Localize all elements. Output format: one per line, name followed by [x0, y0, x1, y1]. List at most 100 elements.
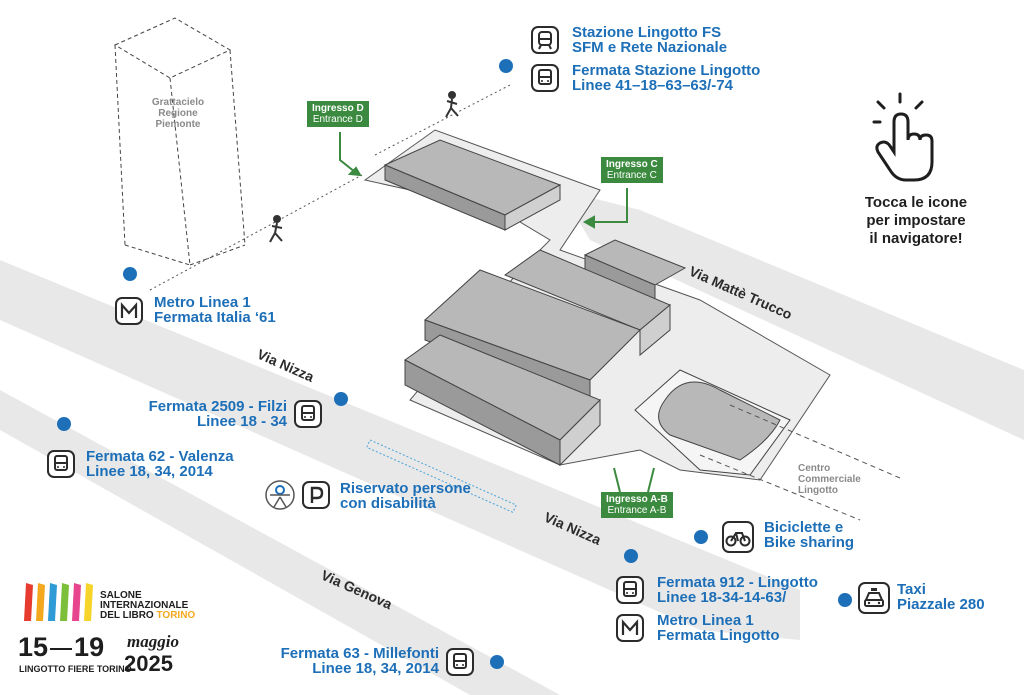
bus-icon[interactable] — [531, 64, 559, 92]
poi-label-line: Fermata Lingotto — [657, 627, 780, 644]
entrance-c-badge[interactable]: Ingresso C Entrance C — [601, 157, 663, 183]
logo-stripe — [84, 583, 93, 621]
logo-stripe — [48, 583, 57, 621]
location-dot[interactable] — [57, 417, 71, 431]
brand-name: SALONE INTERNAZIONALE DEL LIBRO TORINO — [100, 591, 195, 621]
mall-label-line: Commerciale — [798, 474, 861, 485]
tap-hint-line: per impostare — [866, 212, 966, 229]
poi-label-line: Biciclette e — [764, 519, 844, 536]
bicycle-icon[interactable] — [722, 521, 754, 553]
mall-label: Centro Commerciale Lingotto — [798, 463, 878, 496]
taxi-icon[interactable] — [858, 582, 890, 614]
poi-label-line: Linee 18, 34, 2014 — [312, 660, 439, 677]
hall-front-end — [559, 398, 601, 467]
metro-icon[interactable] — [616, 614, 644, 642]
brand-day-end: 19 — [74, 632, 105, 662]
parking-icon[interactable] — [302, 481, 330, 509]
poi-label-fermata-62[interactable]: Fermata 62 - Valenza Linee 18, 34, 2014 — [86, 449, 234, 479]
poi-label-fermata-stazione[interactable]: Fermata Stazione Lingotto Linee 41–18–63… — [572, 63, 760, 93]
entrance-d-label: Ingresso D — [312, 103, 364, 114]
skyscraper-label-line: Grattacielo — [151, 97, 205, 108]
brand-name-line: SALONE — [100, 590, 142, 601]
entrance-d-badge[interactable]: Ingresso D Entrance D — [307, 101, 369, 127]
oval-building-roof — [658, 381, 781, 461]
entrance-ab-label: Ingresso A-B — [606, 494, 668, 505]
metro-icon[interactable] — [115, 297, 143, 325]
poi-label-line: con disabilità — [340, 495, 436, 512]
poi-label-taxi[interactable]: Taxi Piazzale 280 — [897, 582, 985, 612]
location-dot[interactable] — [838, 593, 852, 607]
entrance-arrows — [339, 132, 655, 493]
entrance-ab-label-en: Entrance A-B — [607, 505, 667, 516]
poi-label-line: SFM e Rete Nazionale — [572, 39, 728, 56]
location-dot[interactable] — [624, 549, 638, 563]
disabled-parking-area — [366, 439, 517, 514]
poi-label-metro-italia61[interactable]: Metro Linea 1 Fermata Italia ‘61 — [154, 295, 276, 325]
poi-label-fermata-2509[interactable]: Fermata 2509 - Filzi Linee 18 - 34 — [149, 399, 287, 429]
poi-label-line: Fermata 912 - Lingotto — [657, 574, 818, 591]
pedestrian-icon — [269, 215, 283, 243]
brand-name-line: DEL LIBRO — [100, 610, 154, 621]
brand-month: maggio — [127, 632, 179, 651]
entrance-ab-badge[interactable]: Ingresso A-B Entrance A-B — [601, 492, 673, 518]
walk-path-skyscraper — [149, 174, 363, 291]
poi-label-line: Fermata 2509 - Filzi — [148, 398, 287, 415]
bus-icon[interactable] — [446, 648, 474, 676]
walk-path-station — [374, 84, 511, 156]
poi-label-bike-sharing[interactable]: Biciclette e Bike sharing — [764, 520, 854, 550]
logo-stripe — [60, 583, 69, 621]
poi-label-fermata-912[interactable]: Fermata 912 - Lingotto Linee 18-34-14-63… — [657, 575, 818, 605]
location-dot[interactable] — [694, 530, 708, 544]
train-icon[interactable] — [531, 26, 559, 54]
poi-label-line: Fermata 63 - Millefonti — [280, 645, 439, 662]
location-dot[interactable] — [490, 655, 504, 669]
location-dot[interactable] — [334, 392, 348, 406]
brand-city: TORINO — [156, 610, 196, 621]
brand-venue: LINGOTTO FIERE TORINO — [19, 664, 132, 674]
bus-icon[interactable] — [616, 576, 644, 604]
entrance-c-label-en: Entrance C — [606, 170, 657, 181]
road-via-genova — [0, 390, 560, 695]
brand-name-line: INTERNAZIONALE — [100, 600, 189, 611]
road-via-nizza — [0, 260, 800, 640]
tap-hint-line: Tocca le icone — [864, 194, 968, 211]
hall-back-front — [639, 303, 671, 357]
building-d-front — [504, 184, 561, 231]
poi-label-line: Bike sharing — [764, 534, 855, 551]
poi-label-line: Taxi — [897, 581, 926, 598]
skyscraper-outline — [113, 17, 246, 266]
skyscraper-label: Grattacielo Regione Piemonte — [138, 97, 218, 130]
pedestrian-icon — [445, 91, 459, 118]
poi-label-disabled-parking[interactable]: Riservato persone con disabilità — [340, 481, 471, 511]
tap-hint-line: il navigatore! — [869, 230, 963, 247]
poi-label-line: Linee 41–18–63–63/-74 — [572, 77, 733, 94]
location-dot[interactable] — [123, 267, 137, 281]
poi-label-line: Linee 18 - 34 — [196, 413, 287, 430]
mall-lines — [699, 404, 901, 521]
poi-label-line: Riservato persone — [340, 480, 471, 497]
mall-label-line: Lingotto — [798, 485, 838, 496]
entrance-c-label: Ingresso C — [606, 159, 658, 170]
tap-hint: Tocca le icone per impostare il navigato… — [836, 194, 996, 248]
bus-icon[interactable] — [47, 450, 75, 478]
poi-label-metro-lingotto[interactable]: Metro Linea 1 Fermata Lingotto — [657, 613, 780, 643]
bus-icon[interactable] — [294, 400, 322, 428]
poi-label-line: Metro Linea 1 — [154, 294, 251, 311]
poi-label-line: Fermata Italia ‘61 — [154, 309, 276, 326]
entrance-d-label-en: Entrance D — [312, 114, 363, 125]
poi-label-line: Fermata 62 - Valenza — [86, 448, 234, 465]
poi-label-fermata-63[interactable]: Fermata 63 - Millefonti Linee 18, 34, 20… — [281, 646, 439, 676]
poi-label-line: Linee 18-34-14-63/ — [657, 589, 787, 606]
logo-stripe — [36, 583, 45, 621]
brand-day-start: 15 — [18, 632, 49, 662]
salone-logo — [24, 583, 93, 621]
poi-label-line: Metro Linea 1 — [657, 612, 754, 629]
poi-label-line: Stazione Lingotto FS — [572, 24, 722, 41]
tap-hand-icon — [872, 92, 934, 182]
poi-label-stazione-lingotto[interactable]: Stazione Lingotto FS SFM e Rete Nazional… — [572, 25, 727, 55]
location-dot[interactable] — [499, 59, 513, 73]
skyscraper-label-line: Piemonte — [155, 119, 201, 130]
accessibility-icon[interactable] — [264, 479, 296, 511]
poi-label-line: Fermata Stazione Lingotto — [572, 62, 761, 79]
